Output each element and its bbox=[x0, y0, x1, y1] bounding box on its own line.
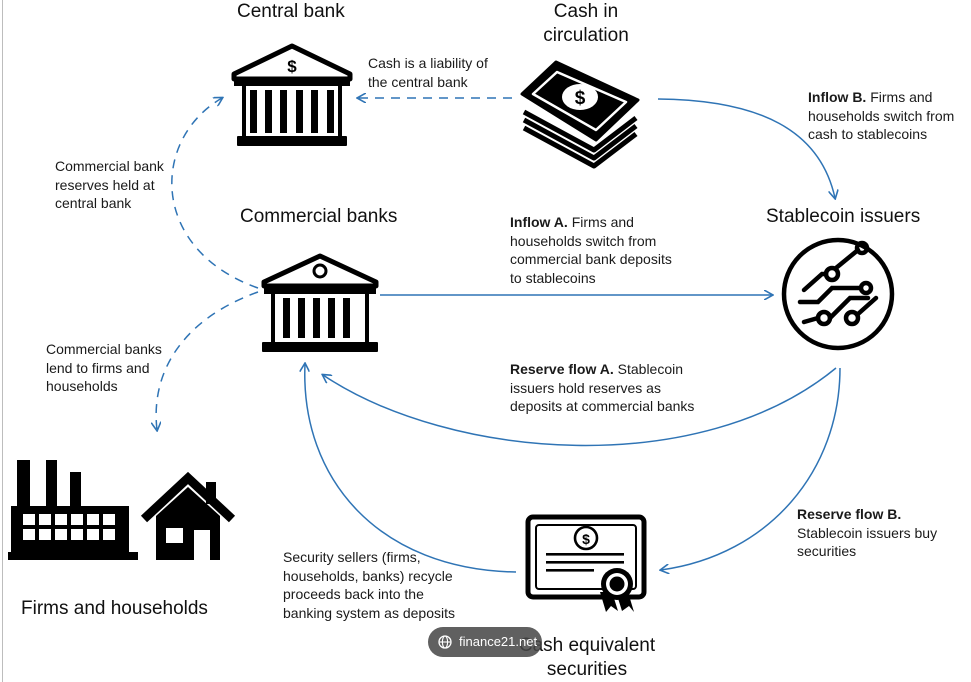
cash-in-circulation-title: Cash in circulation bbox=[527, 0, 645, 48]
stablecoin-issuers-title: Stablecoin issuers bbox=[766, 206, 921, 227]
note-line: the central bank bbox=[368, 73, 468, 90]
note-line: Stablecoin issuers buy bbox=[797, 524, 938, 541]
note-line: issuers hold reserves as bbox=[510, 379, 661, 396]
commercial-bank-icon bbox=[261, 253, 379, 352]
arrow-sellers-recycle bbox=[305, 364, 517, 573]
note-line: households, banks) recycle bbox=[283, 567, 453, 584]
svg-text:$: $ bbox=[582, 531, 590, 547]
note-line: commercial bank deposits bbox=[510, 251, 672, 267]
cash-title-line2: circulation bbox=[543, 25, 629, 46]
cash-equiv-line1: Cash equivalent bbox=[518, 635, 656, 656]
note-text: Stablecoin bbox=[613, 361, 684, 377]
note-line: Reserve flow B. bbox=[797, 505, 937, 524]
factory-icon bbox=[8, 460, 138, 560]
note-line: households switch from bbox=[510, 232, 657, 249]
note-inflow-b: Inflow B. Firms and households switch fr… bbox=[808, 88, 954, 144]
cash-equiv-line2: securities bbox=[546, 659, 628, 680]
globe-icon bbox=[438, 635, 452, 649]
note-line: lend to firms and bbox=[46, 359, 150, 376]
note-line: banking system as deposits bbox=[283, 604, 455, 621]
note-bold-label: Inflow B. bbox=[808, 89, 867, 105]
note-line: deposits at commercial banks bbox=[510, 398, 695, 414]
note-line: Inflow A. Firms and bbox=[510, 213, 672, 232]
note-reserve-flow-a: Reserve flow A. Stablecoin issuers hold … bbox=[510, 360, 694, 416]
watermark-text: finance21.net bbox=[459, 634, 538, 649]
note-security-sellers: Security sellers (firms, households, ban… bbox=[283, 548, 455, 622]
arrow-reserve-flow-a bbox=[323, 367, 837, 447]
note-line: households switch from bbox=[808, 107, 955, 124]
watermark-badge: finance21.net bbox=[428, 627, 542, 657]
svg-text:$: $ bbox=[287, 57, 297, 76]
note-banks-lend: Commercial banks lend to firms and house… bbox=[46, 340, 162, 396]
note-line: Cash is a liability of bbox=[368, 55, 488, 71]
note-line: central bank bbox=[55, 195, 132, 211]
note-line: Reserve flow A. Stablecoin bbox=[510, 360, 694, 379]
note-line: Security sellers (firms, bbox=[283, 549, 421, 565]
note-line: proceeds back into the bbox=[283, 586, 424, 602]
note-cash-liability: Cash is a liability of the central bank bbox=[368, 54, 488, 91]
note-line: reserves held at bbox=[55, 176, 155, 193]
arrow-reserve-flow-b bbox=[661, 367, 841, 570]
cash-equivalent-securities-title: Cash equivalent securities bbox=[510, 634, 664, 682]
note-line: Commercial bank bbox=[55, 158, 164, 174]
note-bold-label: Inflow A. bbox=[510, 214, 568, 230]
note-line: to stablecoins bbox=[510, 269, 596, 286]
stablecoin-circuit-icon bbox=[781, 237, 895, 351]
commercial-banks-title: Commercial banks bbox=[240, 206, 398, 227]
central-bank-title: Central bank bbox=[237, 1, 345, 22]
arrow-inflow-b bbox=[657, 98, 835, 198]
house-icon bbox=[140, 471, 236, 560]
cash-stack-icon: $ bbox=[520, 60, 640, 169]
left-border-line bbox=[2, 0, 3, 682]
svg-text:$: $ bbox=[575, 88, 586, 109]
note-line: Commercial banks bbox=[46, 341, 162, 357]
arrow-reserves-to-central-bank bbox=[171, 98, 259, 289]
note-line: Inflow B. Firms and bbox=[808, 88, 954, 107]
note-line: cash to stablecoins bbox=[808, 126, 928, 142]
certificate-icon: $ bbox=[525, 514, 647, 612]
firms-households-title: Firms and households bbox=[21, 598, 208, 619]
note-reserves-held: Commercial bank reserves held at central… bbox=[55, 157, 164, 213]
cash-title-line1: Cash in bbox=[553, 1, 619, 22]
central-bank-icon: $ bbox=[231, 43, 353, 146]
note-line: households bbox=[46, 378, 118, 394]
note-text: Firms and bbox=[567, 214, 634, 230]
note-bold-label: Reserve flow A. bbox=[510, 361, 614, 377]
note-text: Firms and bbox=[866, 89, 933, 105]
arrow-banks-lend-to-firms bbox=[156, 291, 259, 430]
note-reserve-flow-b: Reserve flow B. Stablecoin issuers buy s… bbox=[797, 505, 937, 561]
note-inflow-a: Inflow A. Firms and households switch fr… bbox=[510, 213, 672, 287]
note-line: securities bbox=[797, 543, 857, 559]
note-bold-label: Reserve flow B. bbox=[797, 506, 902, 522]
